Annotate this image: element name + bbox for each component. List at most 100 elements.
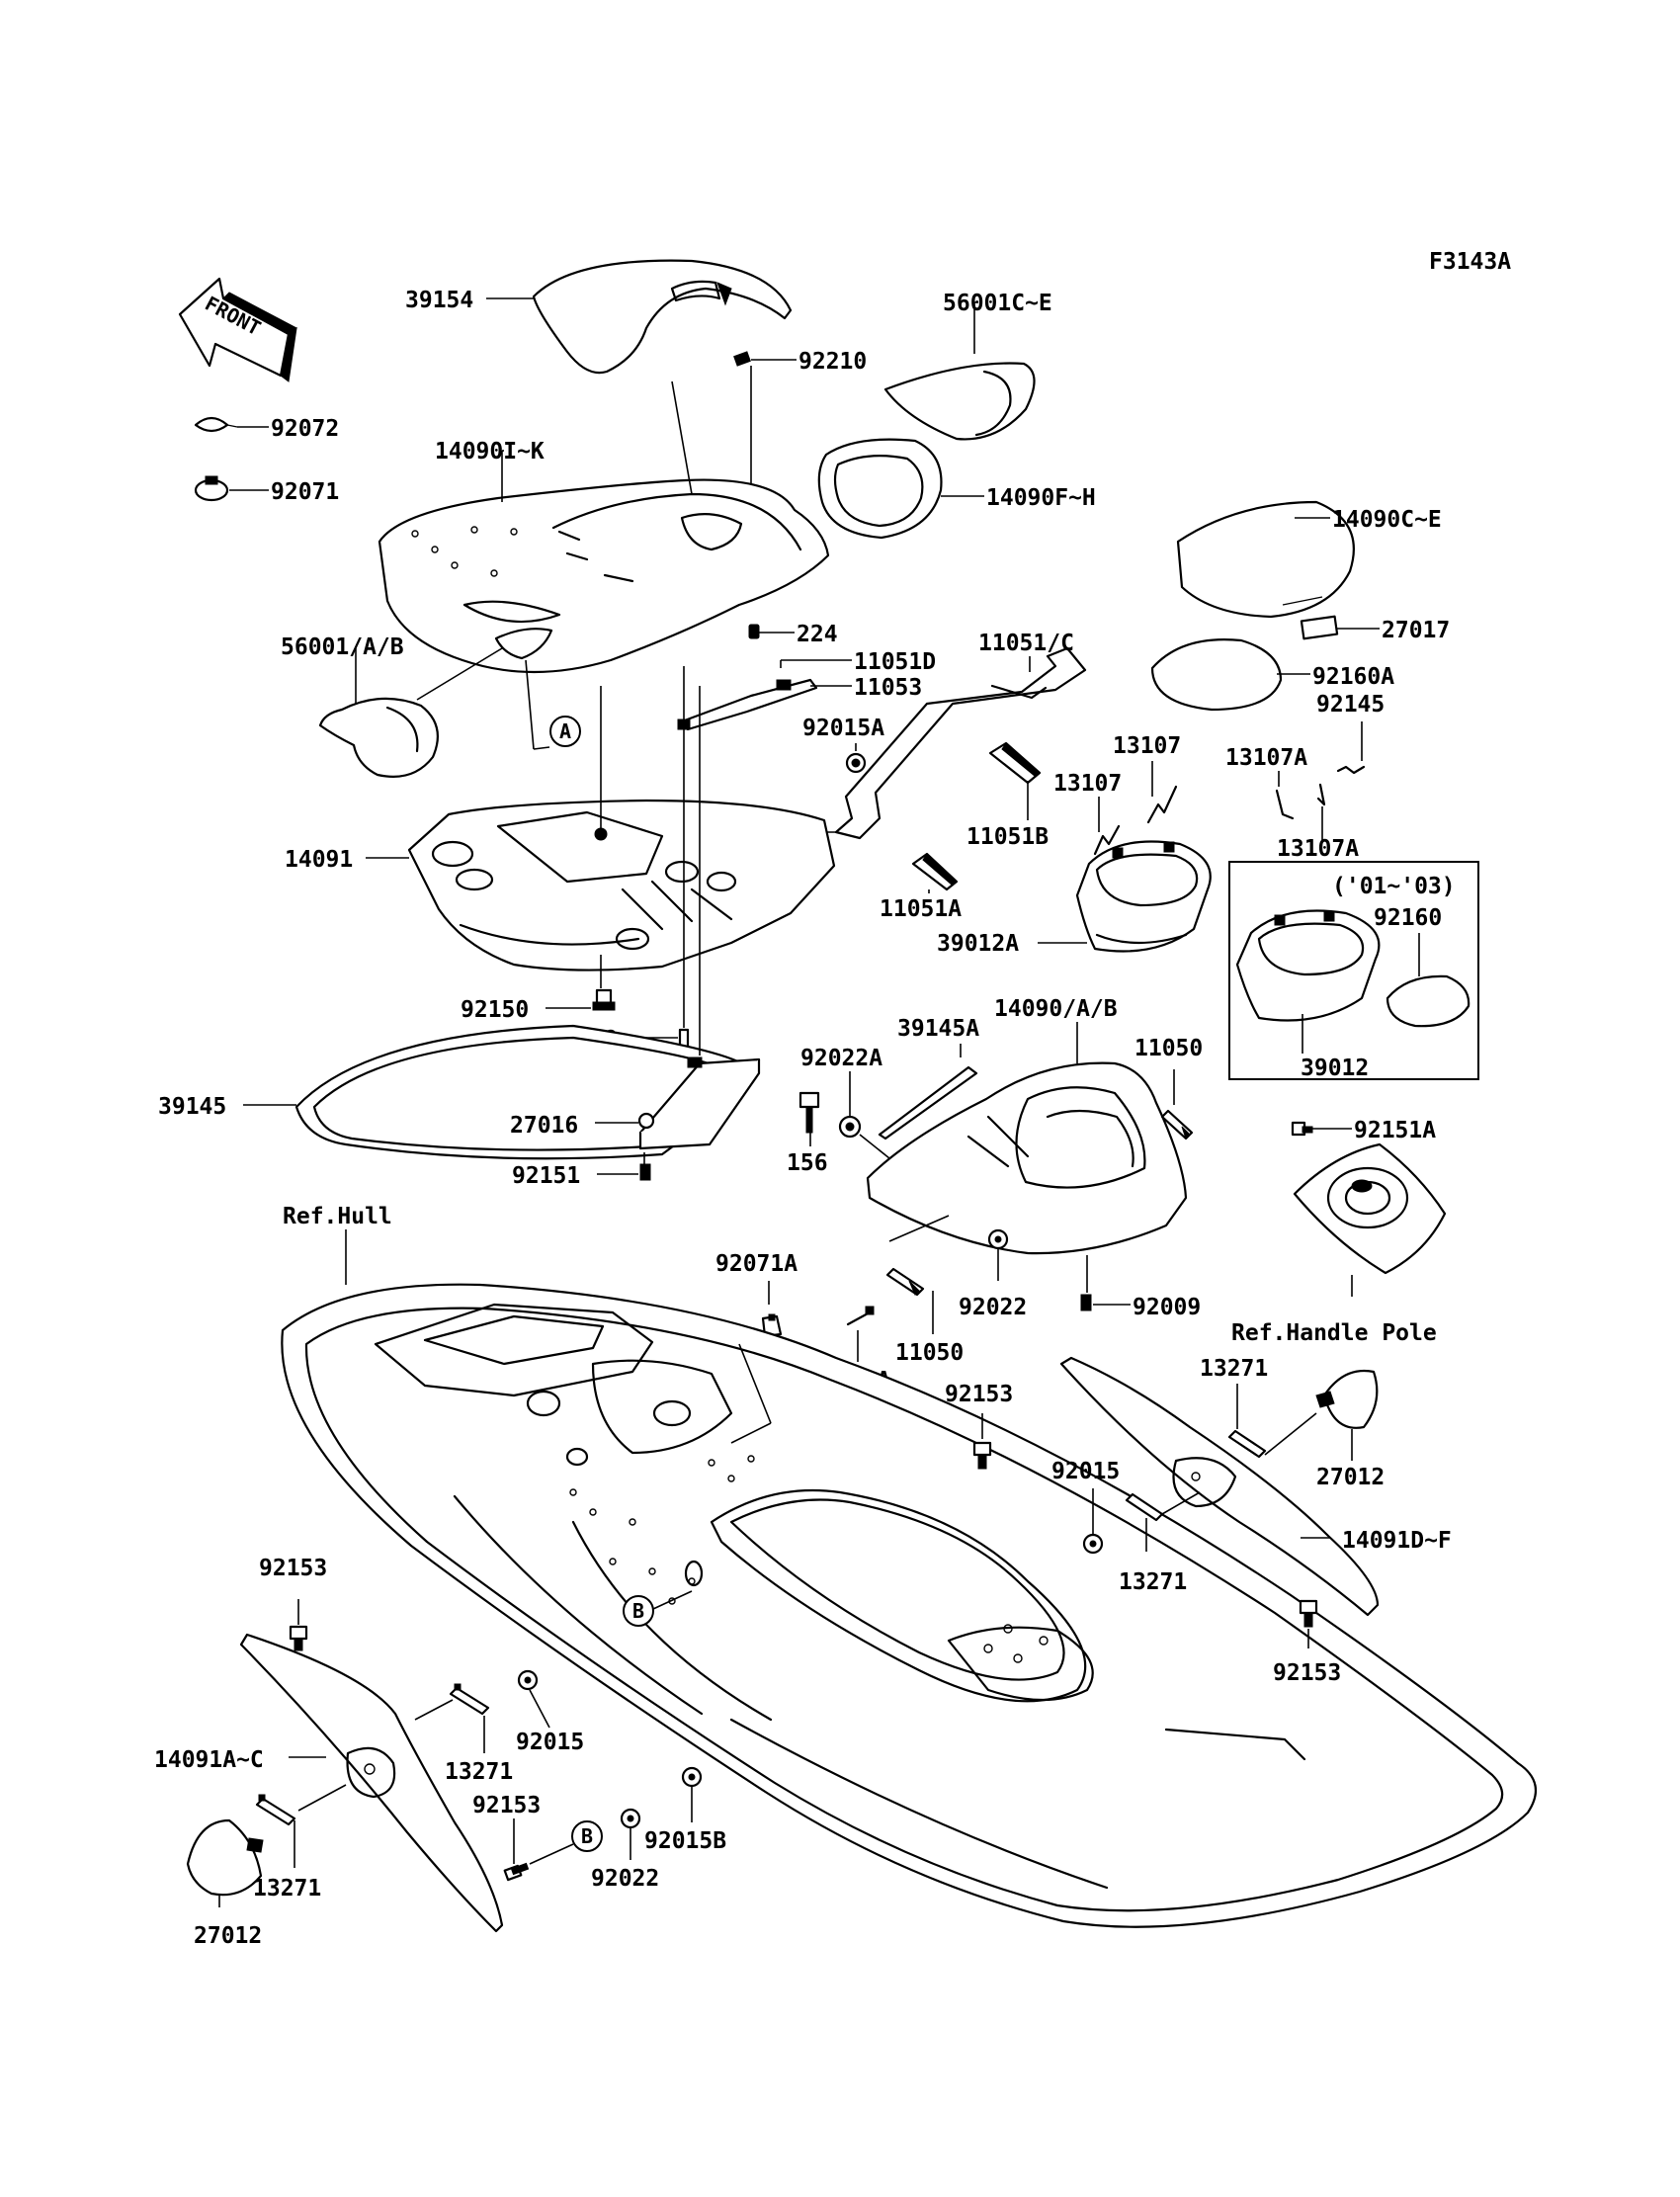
clip-92145-icon	[1336, 765, 1366, 775]
label-13107-2: 13107	[1053, 771, 1122, 797]
clip-11050-b-icon	[885, 1267, 925, 1297]
label-13271-4: 13271	[253, 1876, 321, 1901]
label-27016: 27016	[510, 1113, 578, 1139]
label-11051d: 11051D	[854, 649, 936, 675]
plate-13271-a-icon	[1227, 1429, 1267, 1459]
nut-92015a-icon	[845, 752, 867, 774]
label-13271-1: 13271	[1200, 1356, 1268, 1382]
callout-b-2	[571, 1820, 603, 1852]
label-92015b: 92015B	[644, 1828, 726, 1854]
clip-92072-icon	[194, 416, 238, 433]
label-56001ce: 56001C~E	[943, 291, 1052, 316]
label-92015-2: 92015	[516, 1730, 584, 1755]
label-92022-2: 92022	[591, 1866, 659, 1892]
grommet-92071-icon	[194, 475, 229, 502]
plate-13271-d-icon	[255, 1794, 296, 1826]
label-92022a: 92022A	[800, 1046, 882, 1071]
label-13107a-2: 13107A	[1277, 836, 1359, 862]
label-92072: 92072	[271, 416, 339, 442]
nut-92015-a-icon	[1082, 1533, 1104, 1555]
liner-14091	[407, 799, 836, 972]
label-92015a: 92015A	[802, 716, 884, 741]
label-13107a-1: 13107A	[1225, 745, 1307, 771]
front-cover-14090ab	[866, 1061, 1188, 1255]
side-panel-14091ac	[239, 1633, 504, 1933]
handle-pole-base	[1293, 1142, 1447, 1275]
label-92160: 92160	[1374, 905, 1442, 931]
label-27012-1: 27012	[1316, 1465, 1385, 1490]
washer-92022a-icon	[838, 1115, 862, 1139]
label-14090ik: 14090I~K	[435, 439, 545, 465]
label-92150: 92150	[461, 997, 529, 1023]
pad-92160	[1386, 974, 1470, 1028]
bolt-92153-a-icon	[972, 1441, 992, 1470]
block-11051a	[911, 852, 959, 891]
label-92071a: 92071A	[715, 1251, 798, 1277]
clip-11050-a-icon	[1160, 1109, 1194, 1141]
bolt-92153-d-icon	[503, 1862, 530, 1882]
deck-cover-14090ik	[378, 478, 830, 674]
washer-92022-b-icon	[620, 1808, 641, 1829]
knob-27012-a	[1315, 1369, 1379, 1429]
label-92160a: 92160A	[1312, 664, 1394, 690]
label-92210: 92210	[798, 349, 867, 375]
drawing-code: F3143A	[1429, 249, 1511, 275]
front-arrow-icon: FRONT	[178, 277, 297, 382]
label-13271-3: 13271	[445, 1759, 513, 1785]
hull	[281, 1283, 1538, 1928]
pad-56001ce	[883, 362, 1036, 441]
storage-bin-39012a	[1075, 840, 1212, 953]
label-11051b: 11051B	[966, 824, 1049, 850]
label-14091: 14091	[285, 847, 353, 873]
knob-27012-b	[186, 1818, 264, 1897]
label-13107-1: 13107	[1113, 733, 1181, 759]
label-92022-1: 92022	[959, 1295, 1027, 1320]
label-92071: 92071	[271, 479, 339, 505]
label-11050-2: 11050	[895, 1340, 964, 1366]
label-11051a: 11051A	[880, 896, 962, 922]
pin-13107a-b-icon	[1316, 783, 1326, 806]
label-92153-2: 92153	[1273, 1660, 1341, 1686]
nut-92015b-icon	[681, 1766, 703, 1788]
cover-14090fh	[817, 438, 943, 540]
screw-92009-icon	[1080, 1294, 1092, 1311]
label-92145: 92145	[1316, 692, 1385, 718]
label-39145a: 39145A	[897, 1016, 979, 1042]
label-13271-2: 13271	[1119, 1569, 1187, 1595]
label-39154: 39154	[405, 288, 473, 313]
fastener-92210-icon	[733, 351, 751, 367]
label-27012-2: 27012	[194, 1923, 262, 1949]
bolt-92150-icon	[592, 988, 616, 1011]
seat-cover-39154	[532, 259, 793, 375]
bolt-92153-b-icon	[1299, 1599, 1318, 1628]
nut-92015-b-icon	[517, 1669, 539, 1691]
bolt-92153-c-icon	[289, 1625, 308, 1651]
pad-92160a	[1150, 638, 1283, 712]
bolt-156-icon	[798, 1091, 820, 1134]
side-panel-14091df	[1059, 1356, 1380, 1617]
grommet-92071a-icon	[761, 1313, 783, 1338]
label-92151a: 92151A	[1354, 1118, 1436, 1143]
label-14090fh: 14090F~H	[986, 485, 1096, 511]
rail-11051c	[834, 646, 1087, 840]
plate-13271-c-icon	[449, 1683, 490, 1716]
callout-b-1	[623, 1595, 654, 1627]
label-14091df: 14091D~F	[1342, 1528, 1452, 1554]
pad-56001ab	[318, 628, 553, 778]
spring-13107-b-icon	[1093, 824, 1121, 856]
label-92009: 92009	[1133, 1295, 1201, 1320]
sticker-27017	[1300, 615, 1339, 640]
label-92153-4: 92153	[472, 1793, 541, 1818]
year-note: ('01~'03)	[1332, 874, 1456, 899]
callout-b-1-text: B	[632, 1599, 644, 1623]
spring-13107-a-icon	[1146, 785, 1178, 824]
washer-92022-a-icon	[987, 1228, 1009, 1250]
label-11051c: 11051/C	[978, 631, 1074, 656]
label-39145: 39145	[158, 1094, 226, 1120]
label-56001ab: 56001/A/B	[281, 634, 404, 660]
label-92153-3: 92153	[259, 1556, 327, 1581]
label-ref-hull: Ref.Hull	[283, 1204, 392, 1229]
bolt-224-icon	[748, 624, 760, 639]
label-39012a: 39012A	[937, 931, 1019, 957]
pin-92039a-icon	[846, 1306, 875, 1326]
